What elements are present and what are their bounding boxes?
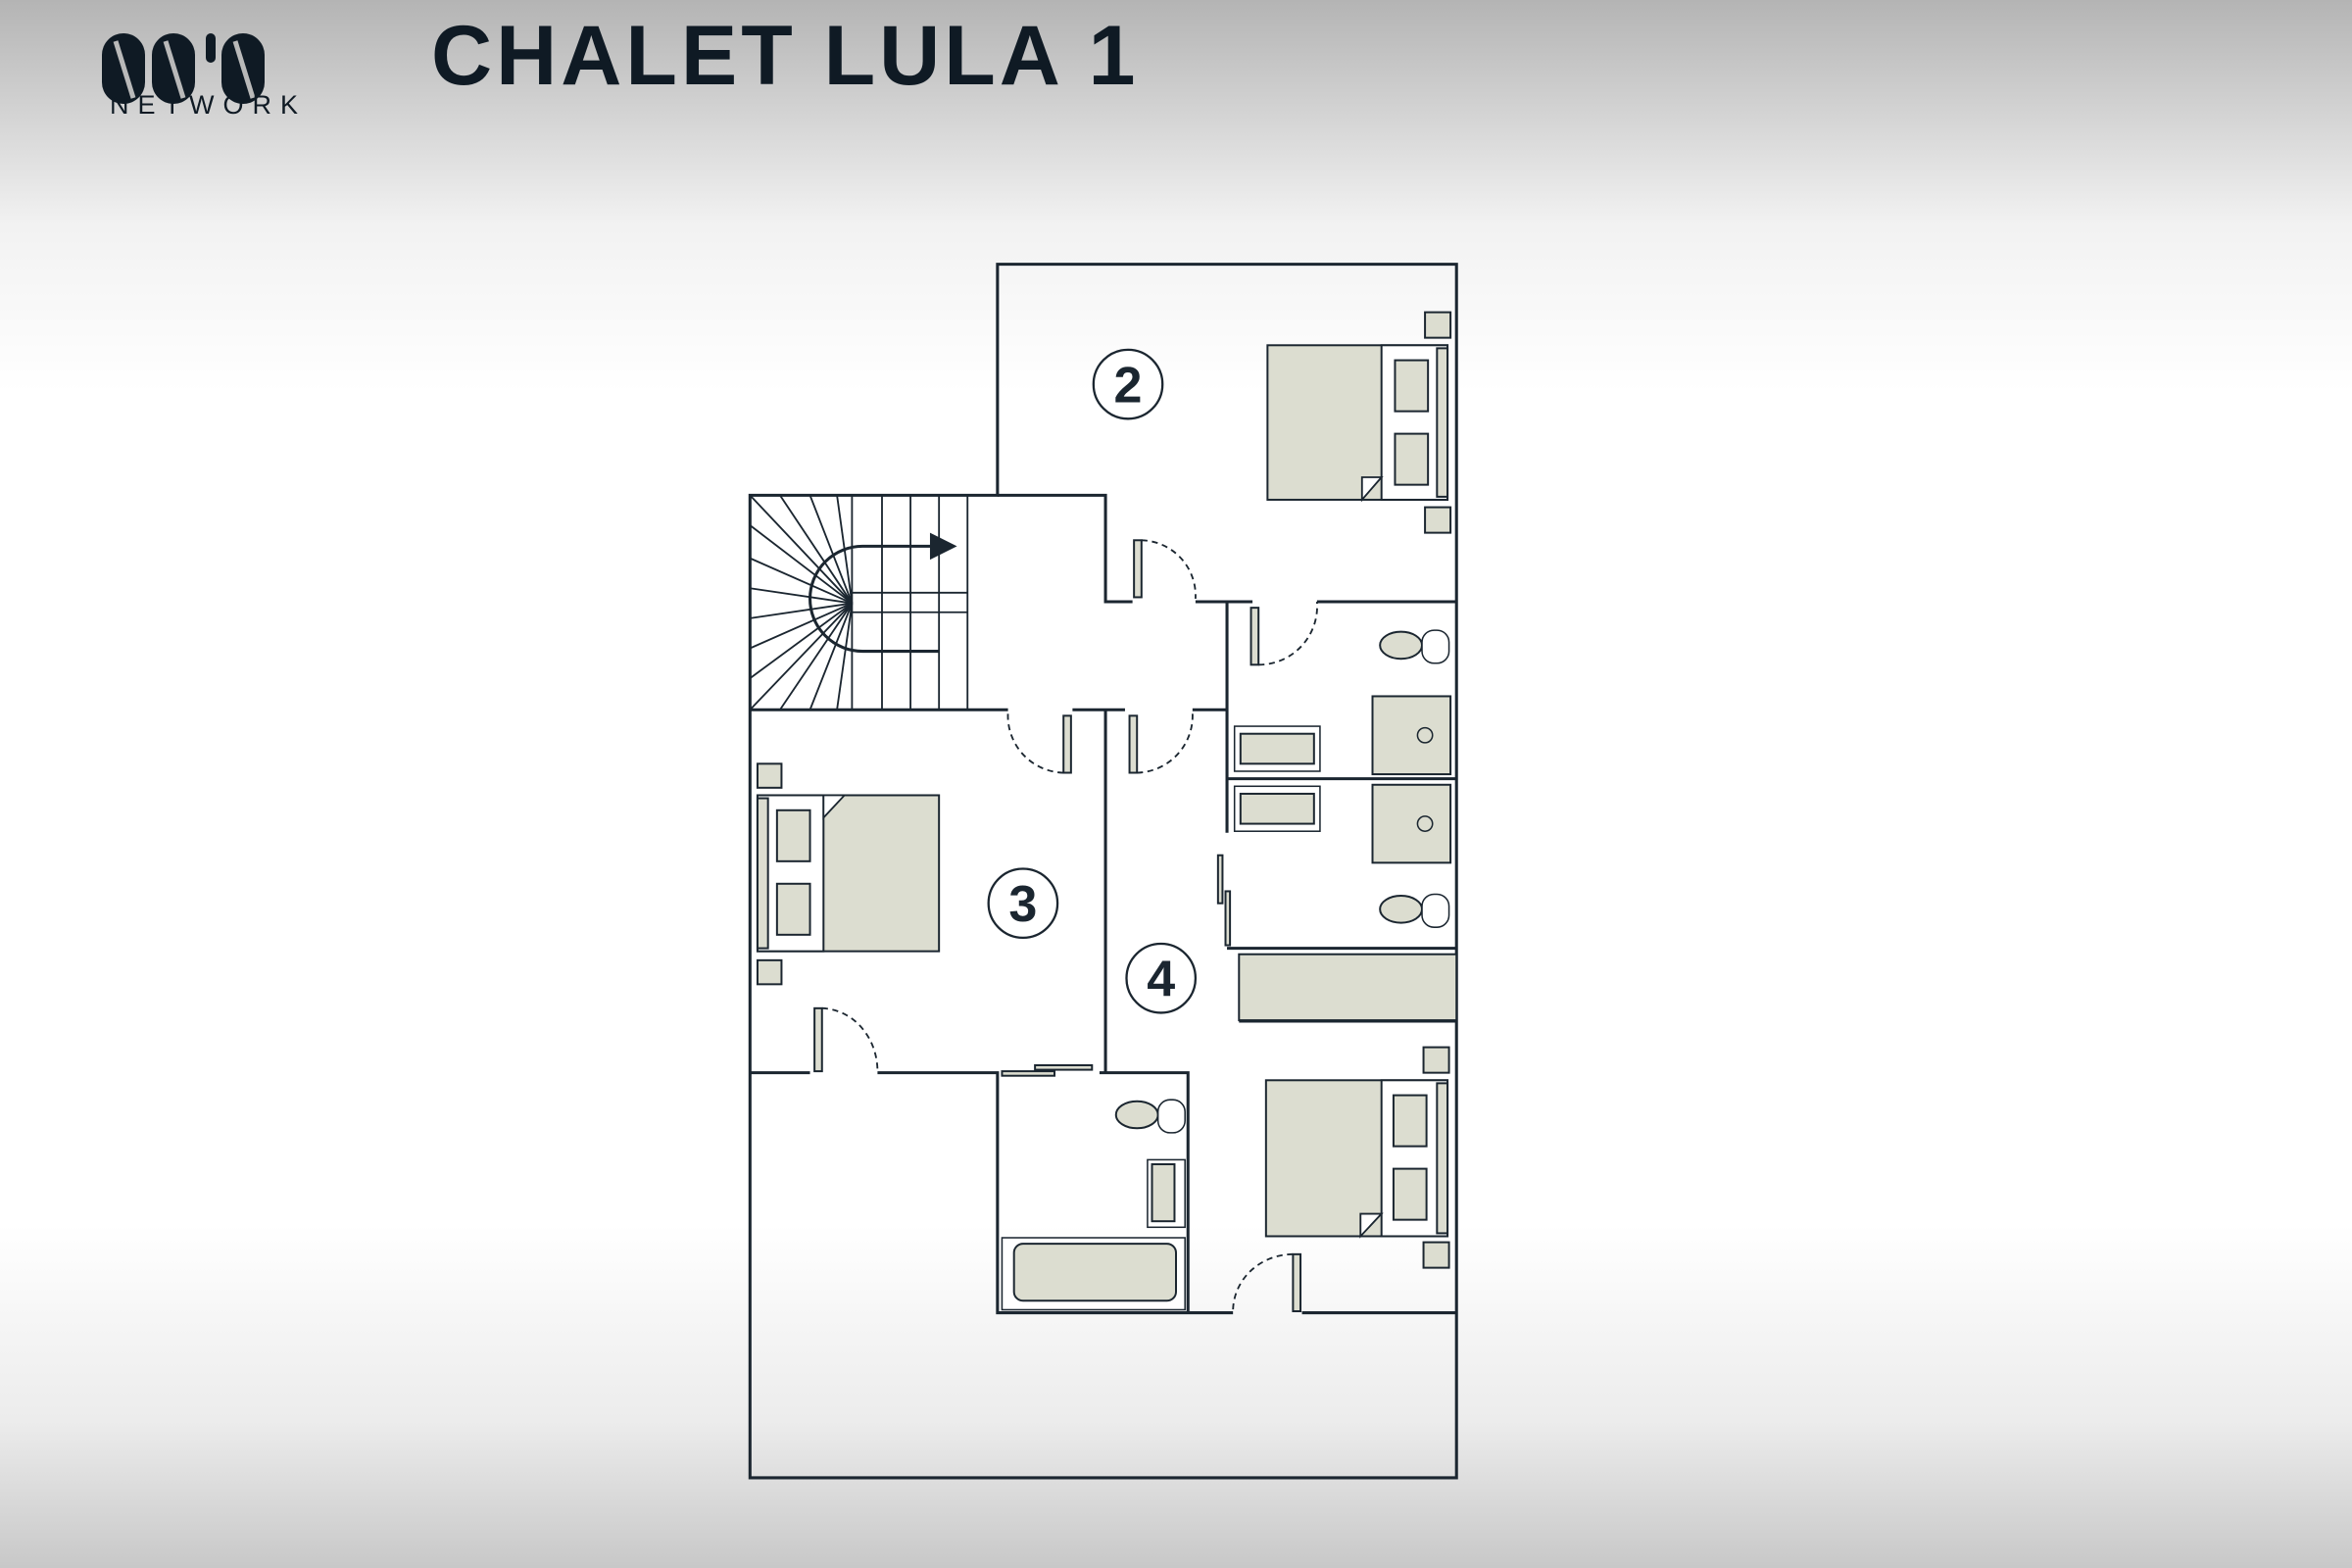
page-title: CHALET LULA 1: [431, 9, 1140, 103]
room-number: 4: [1147, 952, 1175, 1008]
room-label-4: 4: [1125, 942, 1198, 1014]
staircase: [749, 494, 969, 711]
ensuite-fixtures: [1233, 629, 1452, 928]
bed-room-3: [756, 762, 941, 986]
room-label-3: 3: [987, 867, 1059, 940]
room-label-2: 2: [1092, 348, 1164, 420]
doors: [813, 539, 1318, 1313]
bathroom-fixtures: [1001, 1099, 1186, 1311]
bed-room-2: [1266, 311, 1452, 534]
room-number: 2: [1114, 357, 1143, 414]
logo-mark-icon: [102, 33, 265, 104]
interior-walls: [750, 493, 1457, 1315]
room-number: 3: [1008, 876, 1037, 933]
wardrobe: [1238, 953, 1458, 1022]
bed-room-4: [1264, 1046, 1450, 1269]
stair-direction-arrow-icon: [929, 532, 957, 561]
logo-wordmark: NETWORK: [110, 90, 307, 120]
